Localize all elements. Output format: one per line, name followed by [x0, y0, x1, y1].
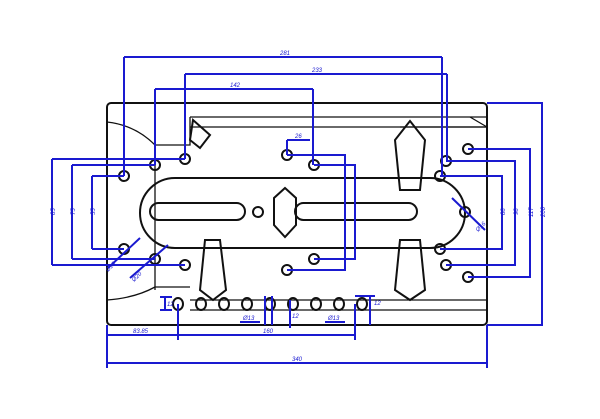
dim-26: 26	[294, 134, 302, 140]
rib-top	[393, 119, 427, 191]
rib-bottom-right	[393, 239, 427, 302]
dim-left-middle: 75	[71, 208, 77, 215]
dim-diag-left-2: Ø20	[130, 271, 143, 284]
slot-left	[149, 202, 246, 221]
dim-hole-h3: 12	[374, 301, 381, 307]
dim-83-85: 83.85	[133, 329, 149, 335]
dim-right-overall: 206	[541, 206, 547, 218]
dimension-labels: 281 233 142 26 85 75 55 Ø10 Ø20 88 98 11…	[51, 51, 547, 363]
dim-233: 233	[311, 68, 323, 74]
slot-track	[139, 177, 466, 249]
holes	[118, 143, 474, 311]
dim-hole-small-2: Ø13	[327, 316, 340, 322]
dim-right-1: 88	[501, 208, 507, 215]
dim-142: 142	[230, 83, 241, 89]
rib-top-left	[188, 118, 212, 150]
dim-hole-h1: 12	[167, 302, 174, 308]
dim-left-outer: 85	[51, 208, 57, 215]
dim-right-2: 98	[514, 208, 520, 215]
dim-right-3: 117	[529, 207, 535, 217]
rib-bottom-left	[198, 239, 228, 302]
dim-left-inner: 55	[91, 208, 97, 215]
dim-160: 160	[263, 329, 274, 335]
dim-281: 281	[279, 51, 290, 57]
center-boss	[273, 186, 297, 239]
dimension-lines	[51, 56, 543, 368]
dim-hole-small-1: Ø13	[242, 316, 255, 322]
dim-hole-h2: 12	[292, 314, 299, 320]
dim-340: 340	[292, 357, 303, 363]
